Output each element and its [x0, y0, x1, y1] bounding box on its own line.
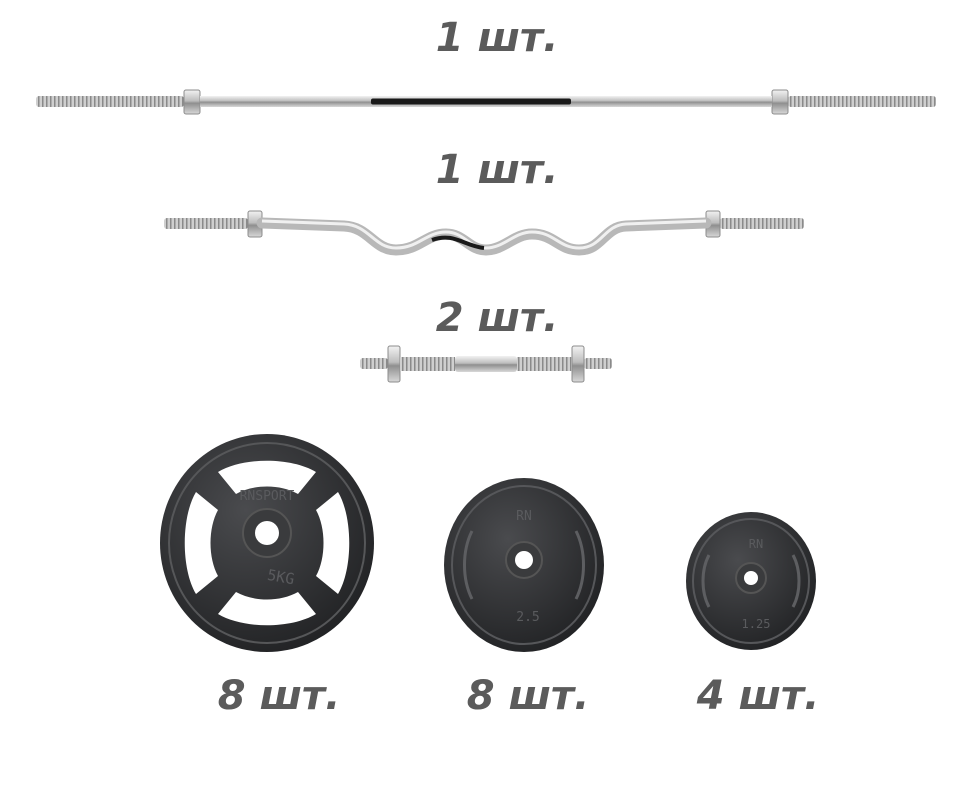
dumbbell-handle-qty: 2 шт. [435, 295, 559, 341]
plate-5kg-brand-text: RNSPORT [240, 489, 295, 504]
plate-1-25-brand-text: RN [749, 537, 763, 551]
plate-5kg-image: RNSPORT 5KG [158, 432, 376, 654]
dumbbell-handle-image [360, 340, 612, 388]
plate-5kg-qty: 8 шт. [217, 673, 341, 719]
straight-bar-qty: 1 шт. [435, 15, 559, 61]
plate-2-5-weight-text: 2.5 [516, 610, 539, 625]
plate-2-5-qty: 8 шт. [466, 673, 590, 719]
straight-bar-image [36, 84, 936, 120]
plate-1-25-weight-text: 1.25 [742, 617, 771, 631]
plate-2-5-image: RN 2.5 [442, 476, 606, 654]
ez-bar-qty: 1 шт. [435, 147, 559, 193]
plate-5kg-weight-text: 5KG [266, 566, 296, 588]
plate-1-25-image: RN 1.25 [684, 510, 818, 652]
ez-bar-image [164, 202, 804, 272]
plate-1-25-qty: 4 шт. [696, 673, 820, 719]
plate-2-5-brand-text: RN [516, 509, 532, 524]
